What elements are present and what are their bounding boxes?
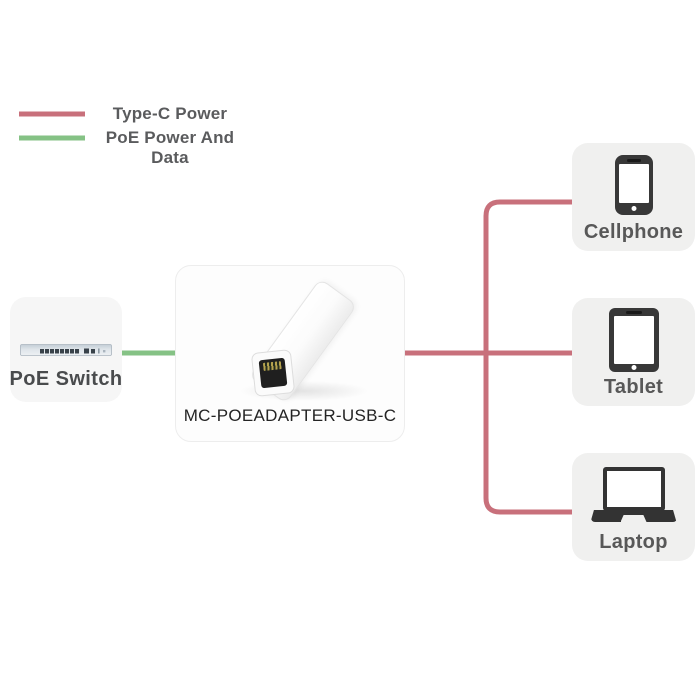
laptop-screen bbox=[602, 467, 665, 511]
laptop-trackpad bbox=[620, 515, 647, 522]
connector-trunk-cellphone-laptop bbox=[483, 199, 574, 515]
adapter-device-icon bbox=[176, 266, 404, 441]
tablet-label: Tablet bbox=[603, 376, 664, 398]
cellphone-node: Cellphone bbox=[572, 143, 695, 251]
cellphone-label: Cellphone bbox=[583, 221, 684, 243]
legend-label-typec-power: Type-C Power bbox=[112, 104, 228, 123]
legend-label-poe-power-and-data: PoE Power And Data bbox=[105, 128, 235, 167]
phone-speaker bbox=[626, 159, 641, 162]
poe-switch-node: PoE Switch bbox=[10, 297, 122, 402]
adapter-label: MC-POEADAPTER-USB-C bbox=[183, 406, 397, 425]
adapter-front-face bbox=[250, 349, 296, 397]
laptop-node: Laptop bbox=[572, 453, 695, 561]
tablet-speaker bbox=[625, 311, 642, 314]
tablet-home-button bbox=[631, 365, 636, 370]
cellphone-icon bbox=[614, 155, 653, 215]
laptop-icon bbox=[590, 467, 677, 523]
poe-switch-label: PoE Switch bbox=[9, 368, 123, 390]
tablet-node: Tablet bbox=[572, 298, 695, 406]
phone-home-button bbox=[631, 206, 636, 211]
adapter-node: MC-POEADAPTER-USB-C bbox=[175, 265, 405, 442]
tablet-screen bbox=[613, 316, 654, 364]
laptop-base bbox=[590, 510, 677, 522]
tablet-icon bbox=[608, 308, 659, 372]
rj45-pins bbox=[262, 361, 282, 371]
poe-switch-icon bbox=[20, 343, 112, 357]
phone-screen bbox=[618, 164, 649, 203]
laptop-label: Laptop bbox=[599, 531, 668, 553]
rj45-port-icon bbox=[258, 357, 288, 389]
